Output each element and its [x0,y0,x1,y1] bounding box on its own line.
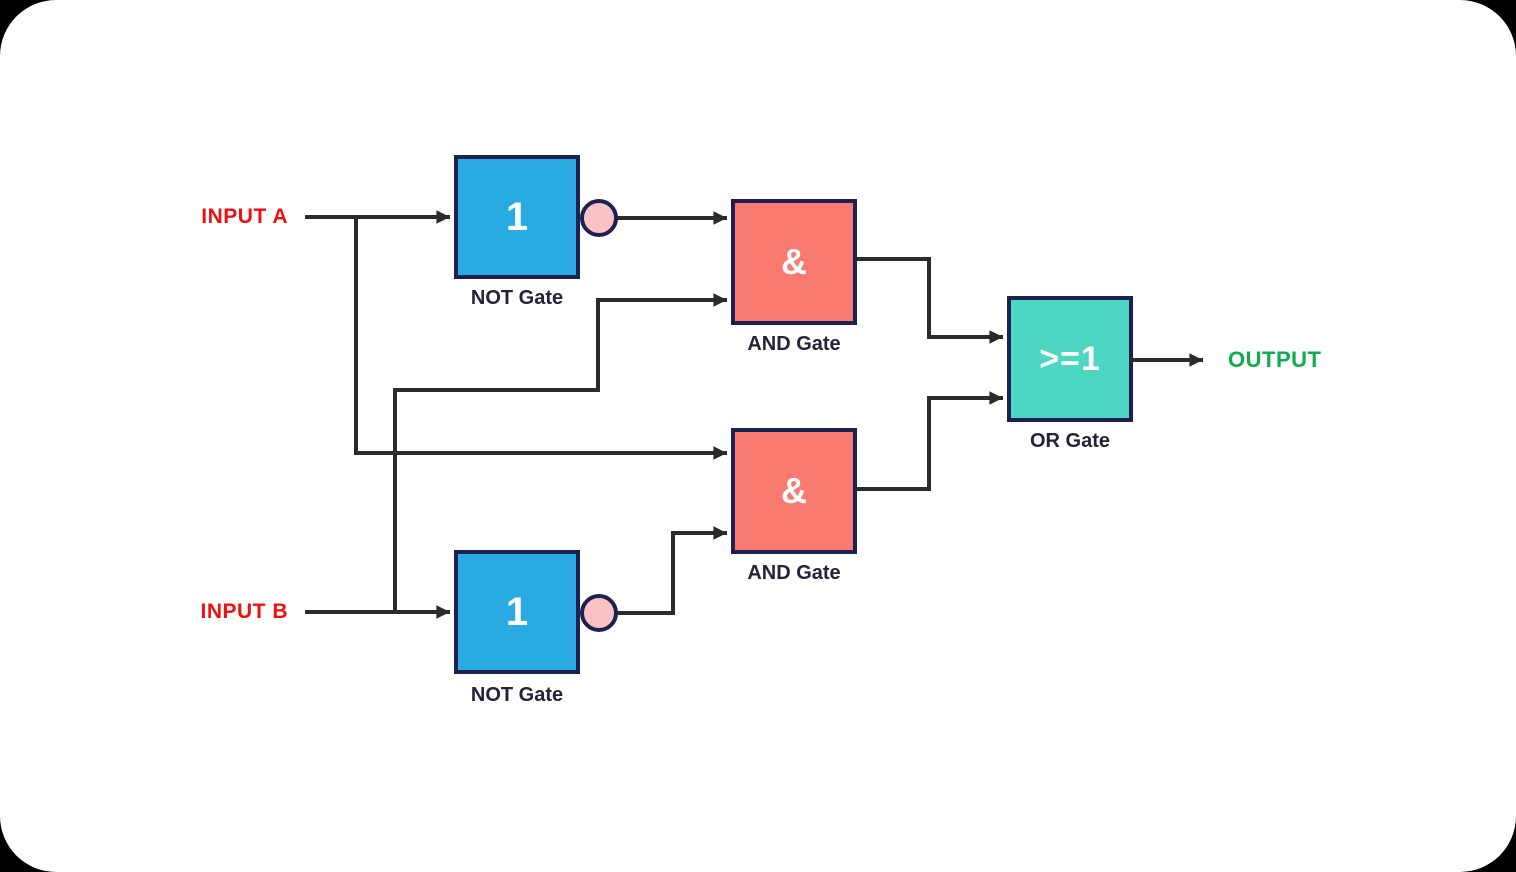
not-gate-b: 1 [454,550,580,674]
wire-and-bottom-to-or [857,391,1003,491]
wire-input-a-branch-to-and-bottom [354,217,727,460]
wire-and-top-to-or [857,257,1003,344]
not-gate-a-symbol: 1 [505,194,529,239]
or-gate-symbol: >=1 [1039,339,1101,378]
not-gate-b-symbol: 1 [505,589,529,634]
not-gate-a: 1 [454,155,580,279]
and-gate-top-symbol: & [781,241,807,282]
and-gate-top: & [731,199,857,325]
and-gate-bottom-caption: AND Gate [747,562,841,584]
output-label: OUTPUT [1228,347,1322,372]
not-a-inversion-bubble-icon [580,199,618,237]
wire-input-b-branch-to-and-top [393,293,727,612]
and-gate-bottom: & [731,428,857,554]
and-gate-bottom-symbol: & [781,470,807,511]
input-a-label: INPUT A [201,205,288,228]
not-gate-a-caption: NOT Gate [470,287,564,309]
input-b-label: INPUT B [200,600,288,623]
not-b-inversion-bubble-icon [580,594,618,632]
not-gate-b-caption: NOT Gate [470,684,564,706]
wire-not-b-to-and-bottom [617,526,727,615]
or-gate: >=1 [1007,296,1133,422]
and-gate-top-caption: AND Gate [747,333,841,355]
or-gate-caption: OR Gate [1029,430,1111,452]
